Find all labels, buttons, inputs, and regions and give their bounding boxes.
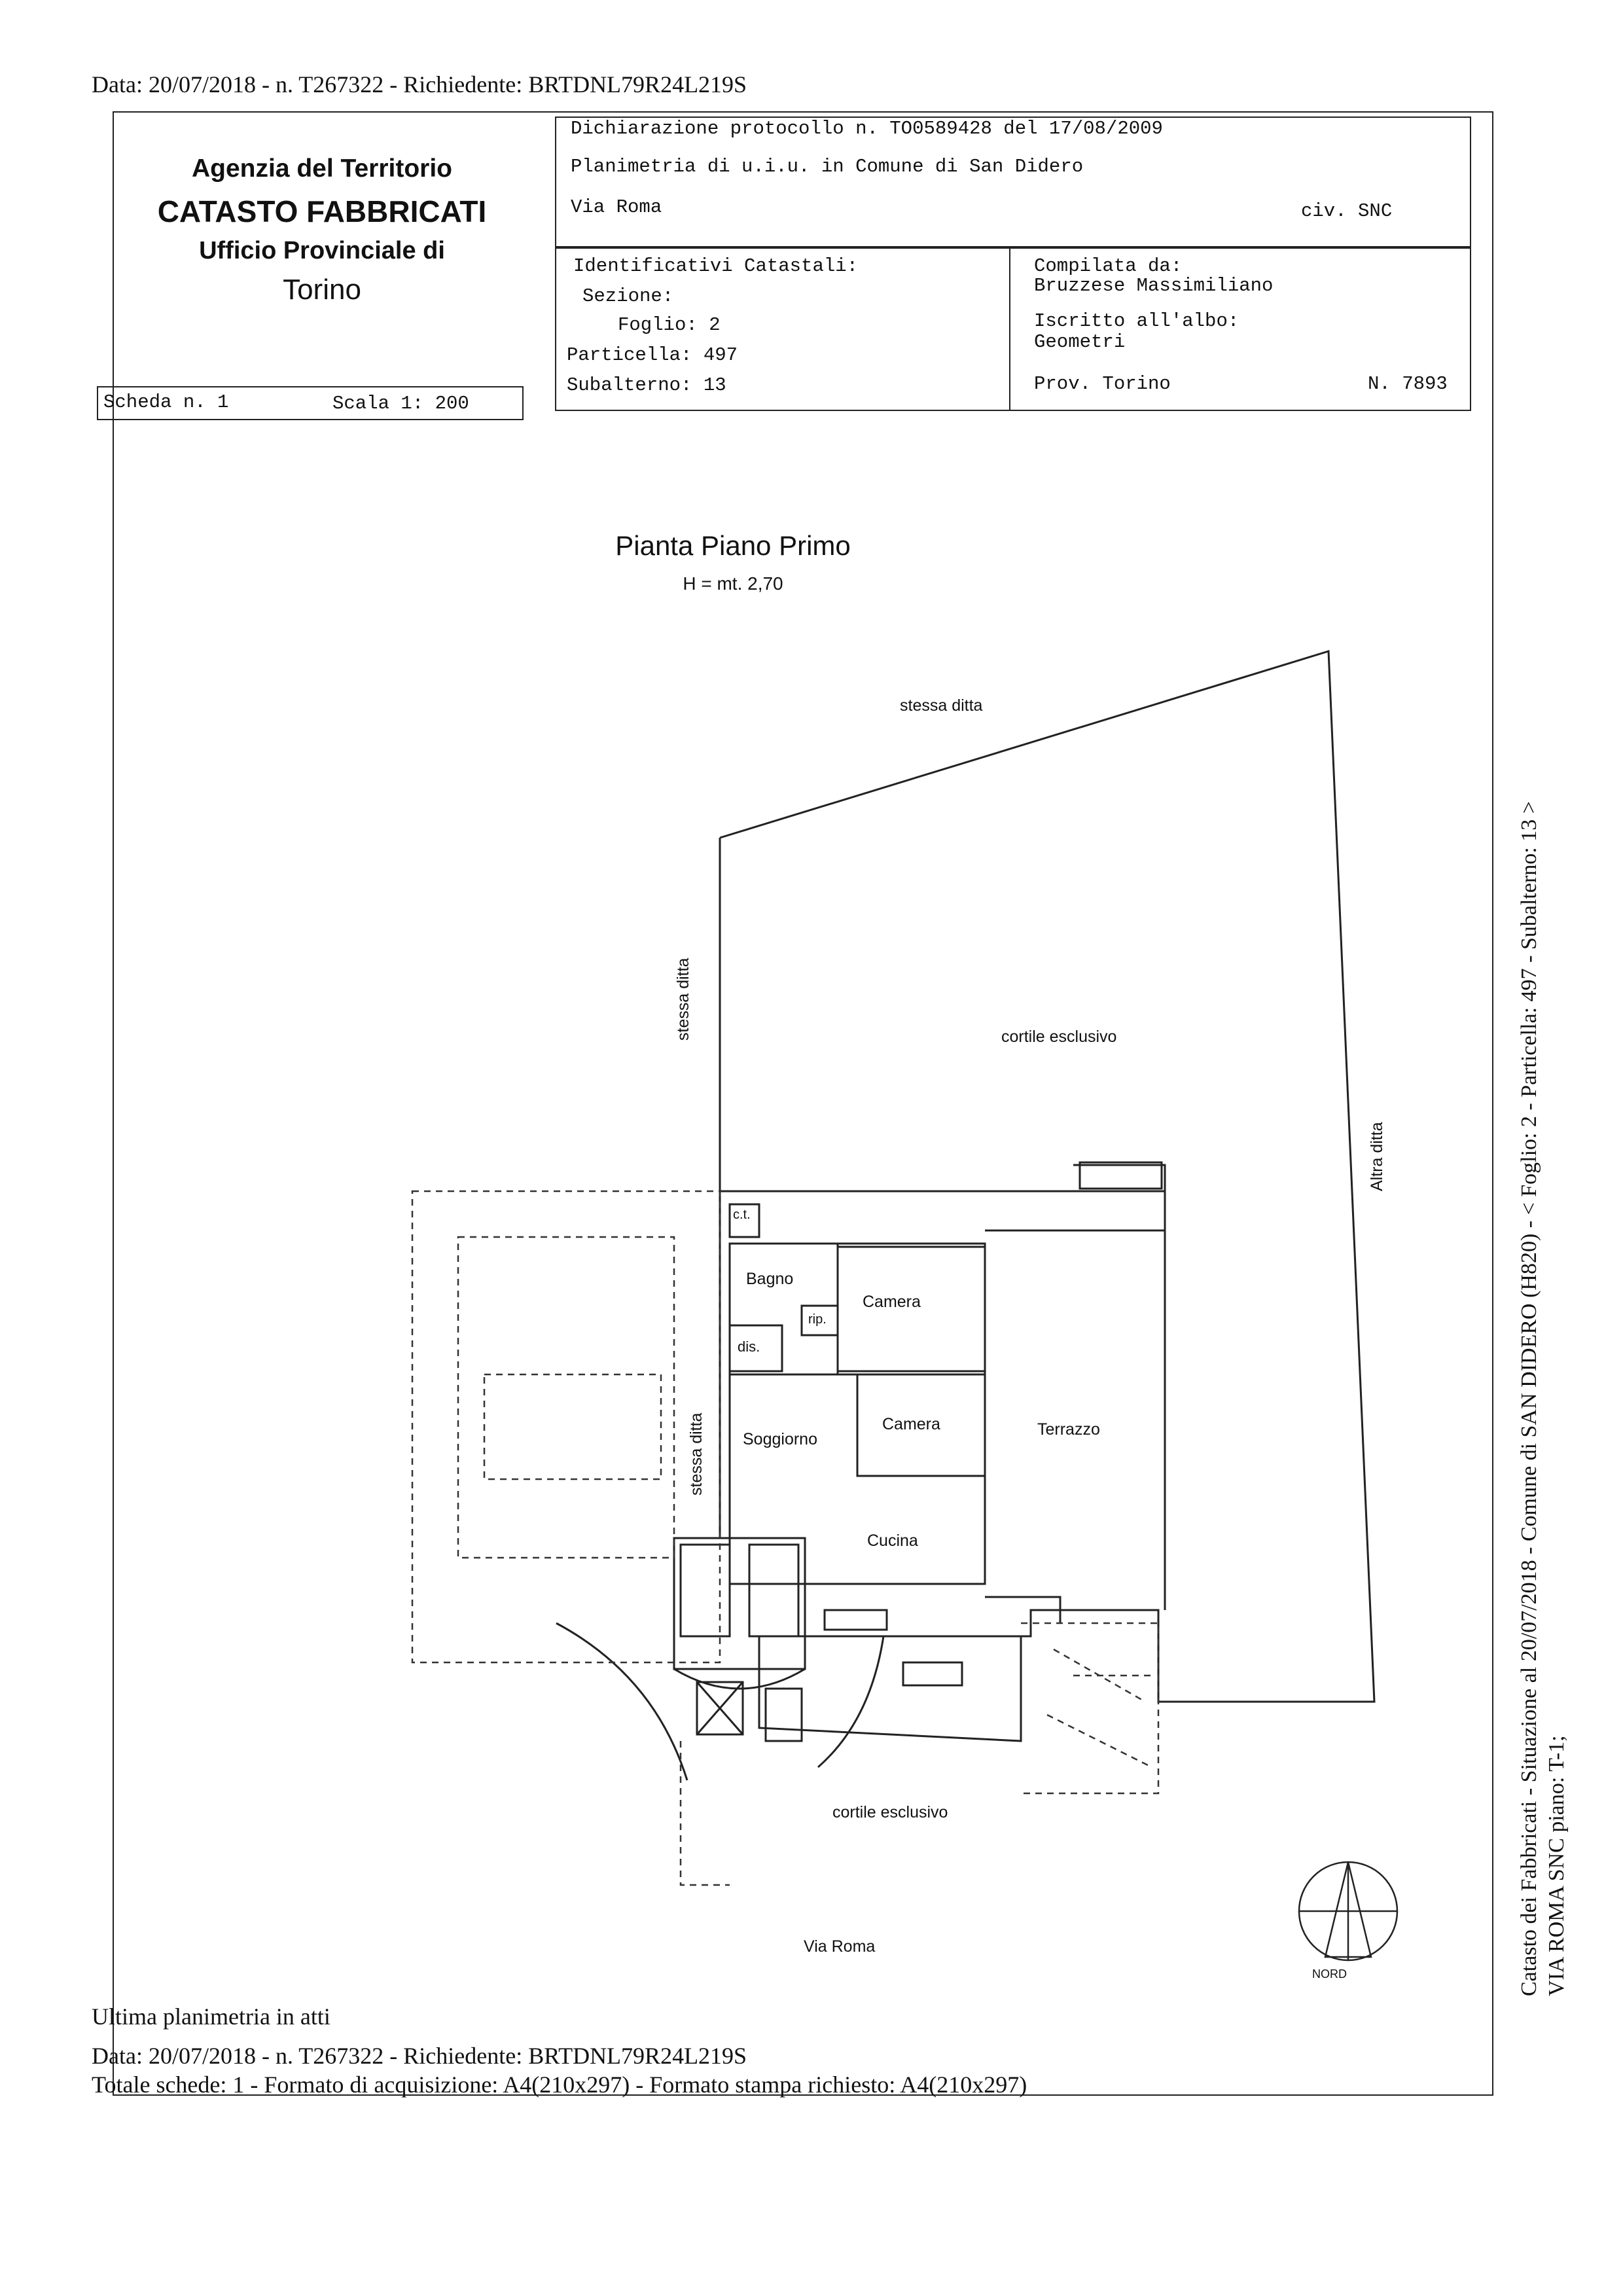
- scale-label: Scala 1: 200: [332, 393, 469, 414]
- label-via-roma: Via Roma: [804, 1937, 876, 1956]
- via-line: Via Roma: [571, 196, 662, 218]
- agency-name: Agenzia del Territorio: [192, 154, 452, 183]
- provincia: Torino: [283, 274, 361, 306]
- plan-height: H = mt. 2,70: [683, 573, 783, 594]
- label-cucina: Cucina: [867, 1532, 918, 1550]
- side-catasto-line: Catasto dei Fabbricati - Situazione al 2…: [1517, 801, 1541, 1996]
- label-cortile-top: cortile esclusivo: [1001, 1028, 1117, 1046]
- top-request-line: Data: 20/07/2018 - n. T267322 - Richiede…: [92, 71, 747, 98]
- label-dis: dis.: [738, 1338, 760, 1355]
- albo-value: Geometri: [1034, 331, 1126, 353]
- label-cortile-bottom: cortile esclusivo: [832, 1803, 948, 1821]
- plan-title: Pianta Piano Primo: [615, 530, 851, 561]
- dichiarazione: Dichiarazione protocollo n. TO0589428 de…: [571, 118, 1163, 139]
- label-camera-2: Camera: [882, 1415, 940, 1433]
- catasto-title: CATASTO FABBRICATI: [157, 194, 487, 228]
- footer-totale: Totale schede: 1 - Formato di acquisizio…: [92, 2072, 1027, 2098]
- label-soggiorno: Soggiorno: [743, 1430, 817, 1448]
- north-arrow-icon: [1298, 1861, 1399, 1962]
- label-rip: rip.: [808, 1312, 827, 1327]
- label-stessa-ditta-left: stessa ditta: [674, 958, 692, 1041]
- label-terrazzo: Terrazzo: [1037, 1420, 1100, 1439]
- ufficio-provinciale: Ufficio Provinciale di: [199, 237, 445, 264]
- civico: civ. SNC: [1301, 200, 1393, 222]
- sezione: Sezione:: [582, 285, 674, 307]
- label-stessa-ditta-top: stessa ditta: [900, 696, 983, 715]
- planimetria-line: Planimetria di u.i.u. in Comune di San D…: [571, 156, 1084, 177]
- label-nord: NORD: [1312, 1967, 1347, 1981]
- iscritto-albo: Iscritto all'albo:: [1034, 310, 1240, 332]
- compilatore-name: Bruzzese Massimiliano: [1034, 275, 1274, 296]
- identificativi-title: Identificativi Catastali:: [573, 255, 859, 277]
- foglio: Foglio: 2: [618, 314, 721, 336]
- compilata-box: [1009, 247, 1471, 411]
- footer-ultima: Ultima planimetria in atti: [92, 2003, 330, 2030]
- page-frame: [113, 111, 1493, 2096]
- label-altra-ditta: Altra ditta: [1368, 1122, 1386, 1191]
- compilata-title: Compilata da:: [1034, 255, 1183, 277]
- subalterno: Subalterno: 13: [567, 374, 726, 396]
- side-address-line: VIA ROMA SNC piano: T-1;: [1544, 1735, 1569, 1996]
- label-ct: c.t.: [733, 1208, 751, 1222]
- scheda-label: Scheda n. 1: [103, 391, 229, 413]
- particella: Particella: 497: [567, 344, 738, 366]
- label-bagno: Bagno: [746, 1270, 794, 1288]
- label-camera-1: Camera: [863, 1293, 921, 1311]
- scheda-box: [97, 386, 524, 420]
- label-stessa-ditta-mid: stessa ditta: [687, 1412, 705, 1496]
- numero-albo: N. 7893: [1368, 373, 1448, 395]
- footer-data: Data: 20/07/2018 - n. T267322 - Richiede…: [92, 2043, 747, 2069]
- provincia-albo: Prov. Torino: [1034, 373, 1171, 395]
- header-box: [555, 117, 1471, 247]
